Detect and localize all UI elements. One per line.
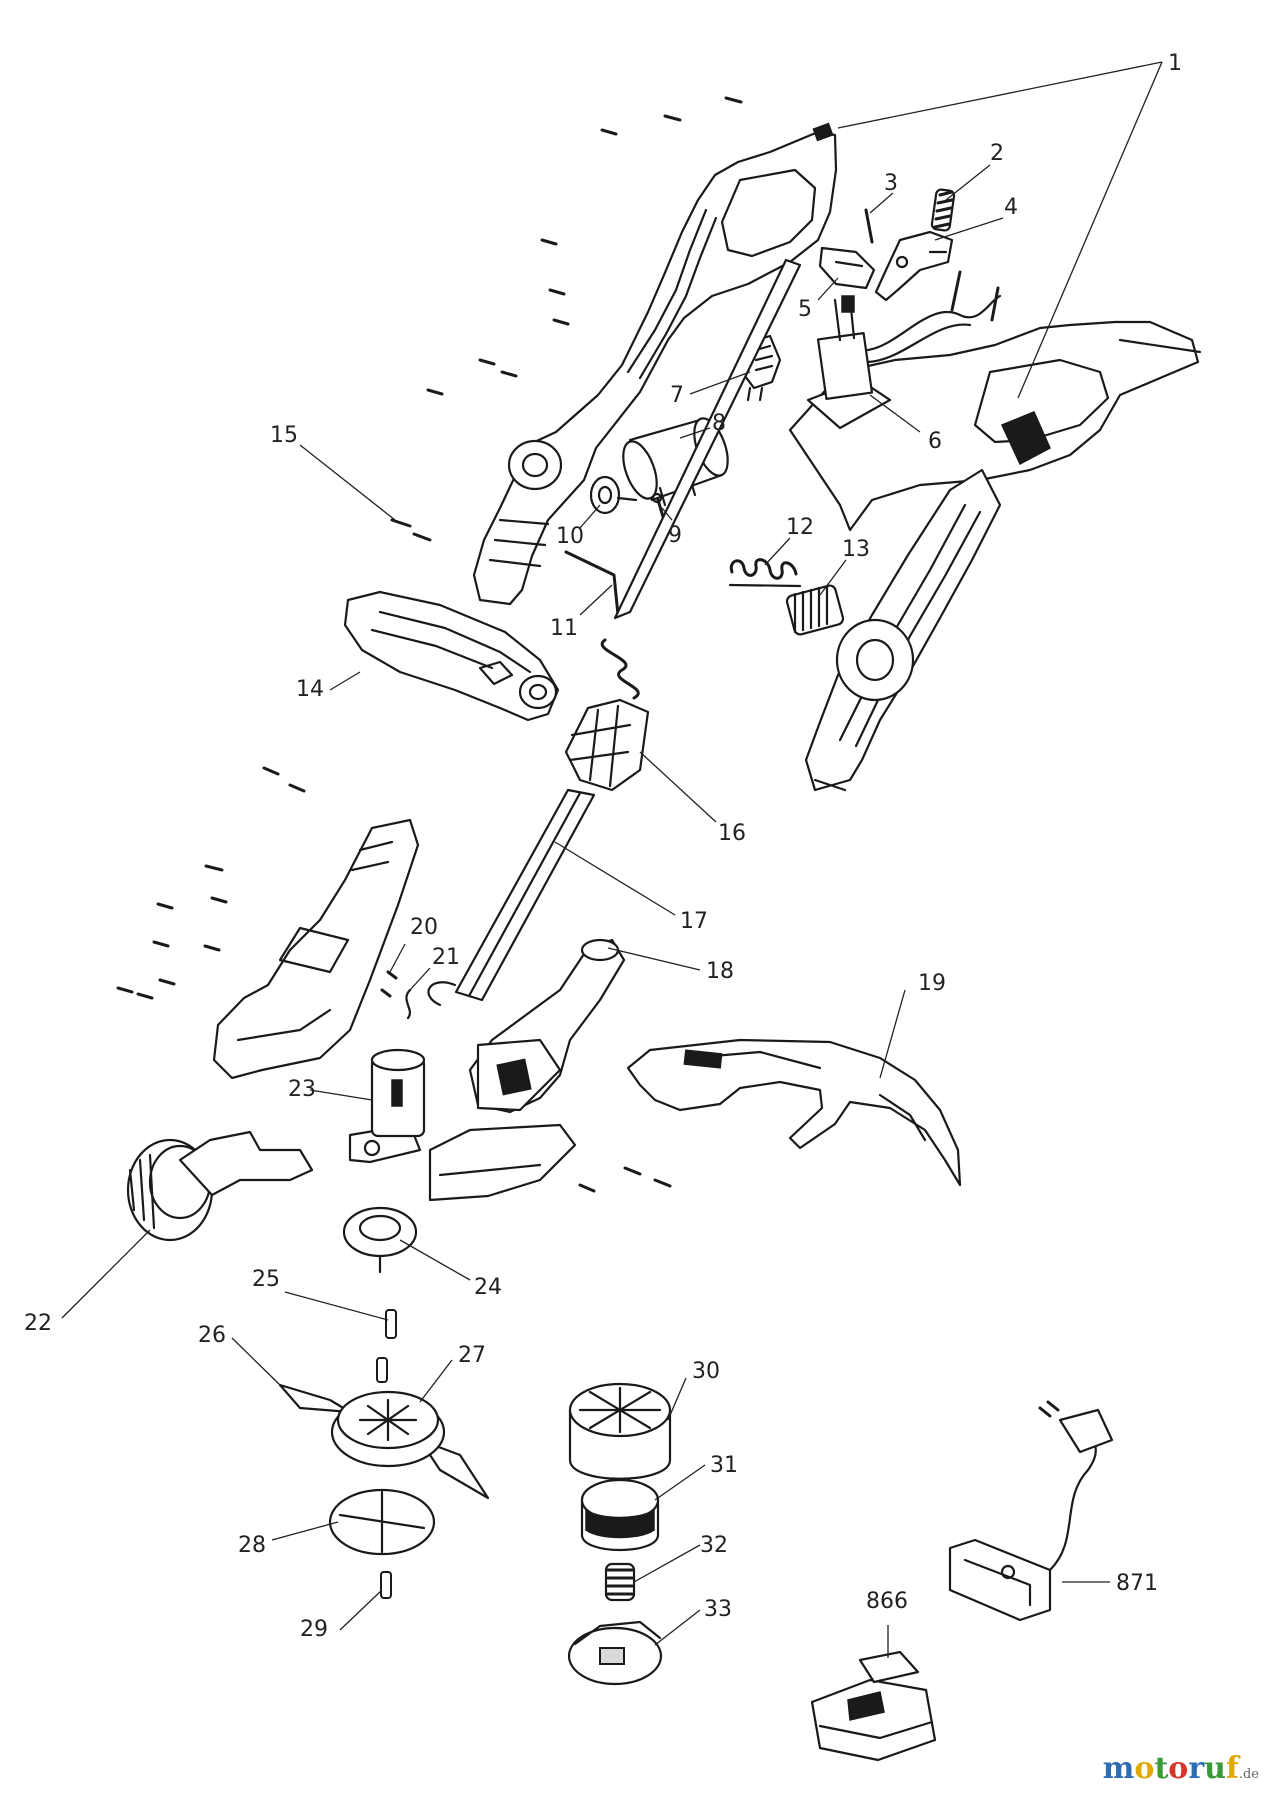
callout-10: 10 <box>556 524 584 549</box>
part-11-hex-key <box>564 550 620 617</box>
part-22-edge-wheel <box>126 1130 314 1242</box>
callout-33: 33 <box>704 1597 732 1622</box>
part-2-spring <box>930 188 956 232</box>
brand-logo: motoruf.de <box>1103 1751 1259 1786</box>
brand-letter: o <box>1168 1751 1189 1786</box>
part-1-handle-housing-right <box>788 320 1202 792</box>
brand-letter: t <box>1154 1751 1169 1786</box>
part-24-drive-gear <box>342 1206 418 1274</box>
callout-15: 15 <box>270 423 298 448</box>
callout-21: 21 <box>432 945 460 970</box>
callout-24: 24 <box>474 1275 502 1300</box>
part-4-trigger-lever <box>874 230 954 302</box>
part-6-switch-assembly <box>806 270 1002 430</box>
callout-16: 16 <box>718 821 746 846</box>
brand-suffix: .de <box>1238 1767 1259 1782</box>
part-13-gear <box>785 584 845 636</box>
leader-lines <box>61 61 1163 1658</box>
part-21-clip <box>405 988 412 1020</box>
callout-12: 12 <box>786 515 814 540</box>
part-28-base-cover <box>328 1488 436 1556</box>
part-18-motor-housing <box>428 938 626 1202</box>
callout-866: 866 <box>866 1589 908 1614</box>
part-32-spring <box>604 1562 636 1602</box>
part-16-shaft-collar <box>564 698 650 792</box>
part-14-auxiliary-handle <box>343 590 560 722</box>
callout-13: 13 <box>842 537 870 562</box>
part-20-screw <box>380 970 398 998</box>
callout-7: 7 <box>670 383 684 408</box>
brand-letter: r <box>1188 1751 1205 1786</box>
part-5-switch-button <box>818 246 876 290</box>
callout-27: 27 <box>458 1343 486 1368</box>
callout-19: 19 <box>918 971 946 996</box>
part-15-screws <box>390 518 432 542</box>
callout-31: 31 <box>710 1453 738 1478</box>
loose-screws <box>116 96 743 1193</box>
brand-letter: m <box>1102 1751 1135 1786</box>
part-lower-housing-left <box>212 818 420 1080</box>
callout-11: 11 <box>550 616 578 641</box>
part-29-screw <box>380 1571 392 1599</box>
part-1-handle-housing-left <box>472 122 838 606</box>
callout-2: 2 <box>990 141 1004 166</box>
callout-23: 23 <box>288 1077 316 1102</box>
part-33-spool-base <box>567 1620 663 1686</box>
callout-26: 26 <box>198 1323 226 1348</box>
part-27-blade-carrier <box>330 1390 446 1468</box>
callout-5: 5 <box>798 297 812 322</box>
callout-20: 20 <box>410 915 438 940</box>
part-12-compression-spring <box>728 558 802 588</box>
part-10-knob <box>589 475 638 515</box>
callout-6: 6 <box>928 429 942 454</box>
callout-17: 17 <box>680 909 708 934</box>
brand-letter: o <box>1134 1751 1155 1786</box>
part-31-spool <box>580 1478 660 1551</box>
part-866-battery <box>810 1650 937 1762</box>
brand-name: motoruf <box>1103 1751 1239 1786</box>
part-30-spool-cap <box>568 1382 672 1480</box>
part-871-charger <box>948 1400 1114 1622</box>
callout-871: 871 <box>1116 1571 1158 1596</box>
part-3-pin <box>864 208 874 244</box>
callout-18: 18 <box>706 959 734 984</box>
part-25-screw <box>385 1309 397 1339</box>
callout-8: 8 <box>712 411 726 436</box>
part-23-motor <box>348 1048 426 1164</box>
callout-29: 29 <box>300 1617 328 1642</box>
callout-14: 14 <box>296 677 324 702</box>
callout-labels: 1 2 3 4 5 6 7 8 9 10 11 12 13 14 15 16 1… <box>24 51 1182 1642</box>
part-19-guard <box>626 1038 962 1187</box>
callout-3: 3 <box>884 171 898 196</box>
callout-4: 4 <box>1004 195 1018 220</box>
callout-32: 32 <box>700 1533 728 1558</box>
callout-9: 9 <box>668 523 682 548</box>
callout-28: 28 <box>238 1533 266 1558</box>
brand-letter: f <box>1225 1751 1239 1786</box>
brand-letter: u <box>1204 1751 1226 1786</box>
callout-1: 1 <box>1168 51 1182 76</box>
callout-25: 25 <box>252 1267 280 1292</box>
callout-30: 30 <box>692 1359 720 1384</box>
callout-22: 22 <box>24 1311 52 1336</box>
